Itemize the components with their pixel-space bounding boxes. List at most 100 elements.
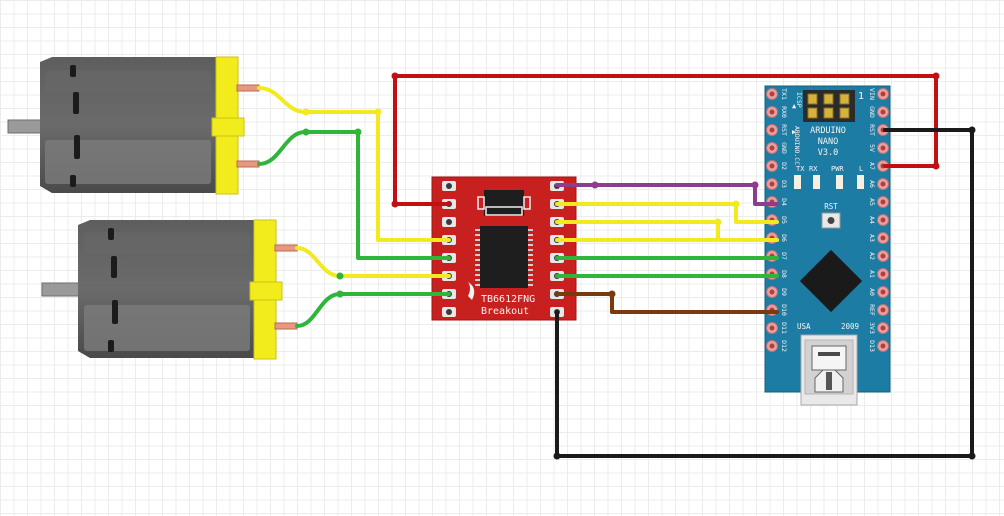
tb6612fng-breakout: TB6612FNG Breakout — [431, 176, 577, 321]
nano-pin-label-left: D10 — [780, 304, 788, 316]
wire-junction — [932, 162, 940, 170]
led-pwr — [836, 175, 843, 189]
nano-pin-label-left: D7 — [780, 252, 788, 260]
wire-green-motor1-b[interactable] — [257, 130, 451, 260]
motor-1-terminal-a — [236, 84, 260, 92]
nano-pin-label-left: D3 — [780, 180, 788, 188]
wire-junction — [714, 218, 722, 226]
wire-junction — [968, 126, 976, 134]
wire-junction — [374, 108, 382, 116]
svg-text:▶: ▶ — [792, 128, 797, 136]
nano-site-label: ARDUINO.CC — [793, 126, 801, 165]
led-rx-label: RX — [809, 165, 818, 173]
motor-1-shade — [45, 140, 211, 184]
wire-junction — [391, 72, 399, 80]
wire-junction — [302, 128, 310, 136]
led-tx — [794, 175, 801, 189]
wire-junction — [391, 200, 399, 208]
led-tx-label: TX — [796, 165, 805, 173]
nano-pin-label-left: RX0 — [780, 106, 788, 118]
nano-pin-label-left: D5 — [780, 216, 788, 224]
nano-pin-label-right: A0 — [868, 288, 876, 296]
nano-title-1: ARDUINO — [810, 126, 846, 136]
dc-motor-1 — [7, 56, 260, 195]
wire-junction — [732, 200, 740, 208]
usb-mini-port[interactable] — [800, 334, 858, 406]
nano-pin-label-right: A6 — [868, 180, 876, 188]
icsp-pin[interactable] — [807, 107, 818, 119]
nano-pin-label-right: D13 — [868, 340, 876, 352]
icsp-header — [803, 90, 855, 122]
nano-pin-label-right: A7 — [868, 162, 876, 170]
nano-pin-label-right: A5 — [868, 198, 876, 206]
driver-chip-sub: Breakout — [481, 306, 529, 317]
motor-2-terminal-a — [274, 244, 298, 252]
nano-pin-label-right: 5V — [868, 144, 876, 152]
wire-junction — [354, 128, 362, 136]
nano-pin-label-right: 3V3 — [868, 322, 876, 334]
nano-pin-label-right: RST — [868, 124, 876, 136]
nano-pin-label-right: A4 — [868, 216, 876, 224]
wire-junction — [968, 452, 976, 460]
wire-purple-d2[interactable] — [555, 183, 779, 206]
nano-title-2: NANO — [818, 137, 838, 147]
wire-junction — [302, 108, 310, 116]
motor-1-terminal-b — [236, 160, 260, 168]
icsp-pin[interactable] — [823, 93, 834, 105]
motor-2-shaft — [41, 282, 83, 297]
nano-pin-label-left: D11 — [780, 322, 788, 334]
nano-pin-label-left: D8 — [780, 270, 788, 278]
nano-pin-label-left: D6 — [780, 234, 788, 242]
wires — [257, 72, 976, 460]
nano-pin-label-left: RST — [780, 124, 788, 136]
mcu-chip — [799, 249, 863, 313]
wire-brown-d8[interactable] — [555, 292, 779, 314]
rst-button-label: RST — [824, 202, 838, 211]
led-l — [857, 175, 864, 189]
driver-ic — [475, 226, 533, 288]
nano-pin-label-right: A2 — [868, 252, 876, 260]
driver-chip-name: TB6612FNG — [481, 294, 535, 305]
nano-title-3: V3.0 — [818, 148, 838, 158]
icsp-pin[interactable] — [839, 107, 850, 119]
year-label: 2009 — [841, 322, 859, 331]
nano-pin-label-left: GND — [780, 142, 788, 154]
nano-pin-label-right: A3 — [868, 234, 876, 242]
nano-pin-label-right: REF — [868, 304, 876, 316]
nano-pin-label-right: VIN — [868, 88, 876, 100]
icsp-pin1-label: 1 — [858, 91, 864, 102]
icsp-pin[interactable] — [823, 107, 834, 119]
svg-text:▲: ▲ — [792, 102, 797, 110]
nano-pin-label-left: D12 — [780, 340, 788, 352]
wire-green-motor2-b[interactable] — [295, 292, 451, 328]
wire-junction — [591, 181, 599, 189]
country-label: USA — [797, 322, 811, 331]
nano-pin-label-left: D2 — [780, 162, 788, 170]
wire-red-power[interactable] — [393, 74, 938, 206]
wire-junction — [553, 452, 561, 460]
wire-junction — [336, 272, 344, 280]
wire-junction — [932, 72, 940, 80]
nano-pin-label-right: A1 — [868, 270, 876, 278]
wire-junction — [336, 290, 344, 298]
flame-logo-icon — [468, 282, 475, 300]
nano-pin-label-left: TX1 — [780, 88, 788, 100]
led-pwr-label: PWR — [831, 165, 844, 173]
led-rx — [813, 175, 820, 189]
wire-yellow-motor1-a[interactable] — [257, 86, 451, 242]
wire-yellow-d4[interactable] — [555, 220, 779, 242]
regulator-chip — [484, 190, 524, 216]
nano-pin-label-right: GND — [868, 106, 876, 118]
wire-yellow-motor2-a[interactable] — [295, 246, 451, 278]
icsp-label: ICSP — [795, 92, 803, 108]
led-l-label: L — [859, 165, 863, 173]
motor-2-terminal-b — [274, 322, 298, 330]
wire-yellow-d3[interactable] — [555, 202, 779, 224]
wire-junction — [608, 290, 616, 298]
icsp-pin[interactable] — [839, 93, 850, 105]
icsp-pin[interactable] — [807, 93, 818, 105]
dc-motor-2 — [41, 219, 298, 360]
wire-junction — [751, 181, 759, 189]
